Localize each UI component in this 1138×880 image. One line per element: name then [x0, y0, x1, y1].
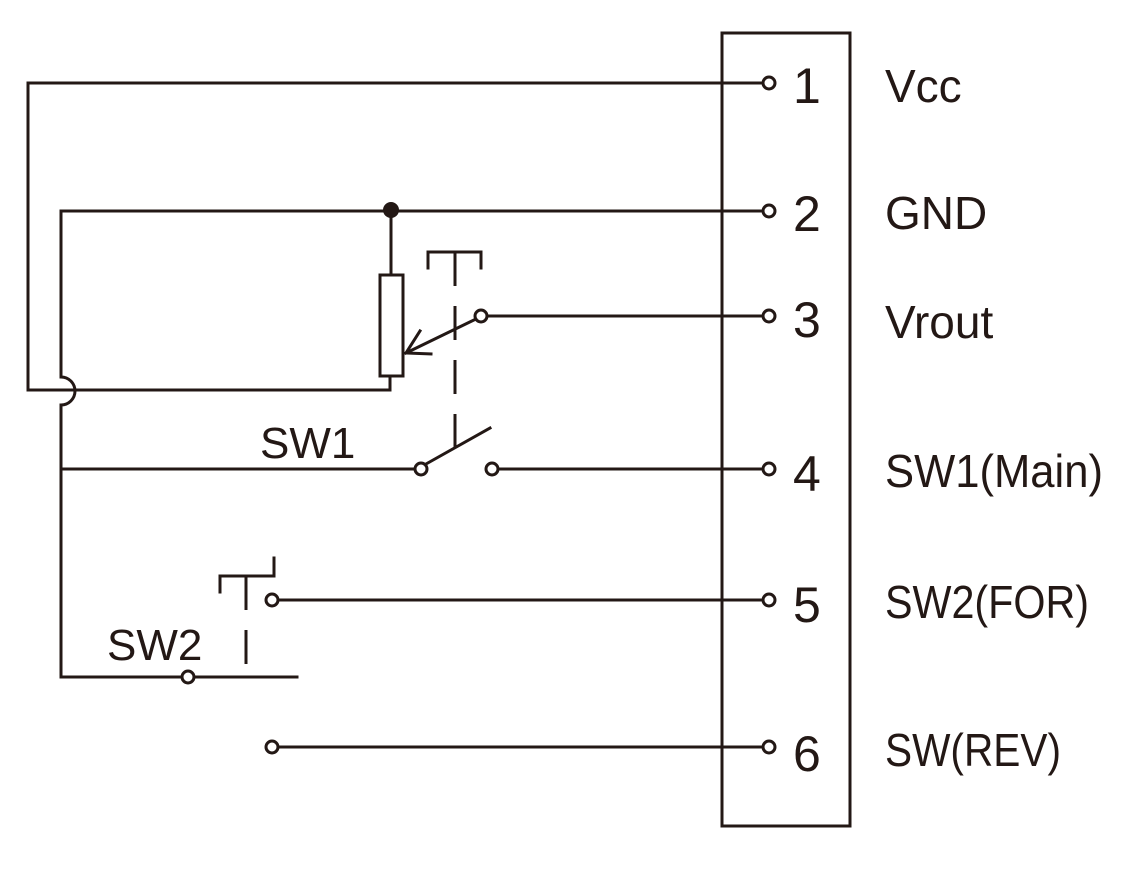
pin-4-label: SW1(Main)	[885, 445, 1103, 497]
pin-4-terminal	[761, 461, 777, 477]
pin-5-label: SW2(FOR)	[885, 576, 1089, 628]
pin-5-terminal	[761, 592, 777, 608]
pin-1-number: 1	[793, 58, 821, 114]
common-rail	[59, 403, 184, 679]
pot-wiper-arrowhead	[403, 328, 433, 356]
pin-3-number: 3	[793, 292, 821, 348]
sw1-common-contact	[413, 461, 429, 477]
vrout-contact	[473, 308, 489, 324]
gnd-wire	[59, 209, 765, 379]
sw2-common-contact	[180, 669, 196, 685]
pin-5-number: 5	[793, 577, 821, 633]
pin-6-terminal	[761, 739, 777, 755]
sw-rev-contact	[264, 739, 280, 755]
pin-2-label: GND	[885, 187, 987, 239]
pin-3-label: Vrout	[885, 296, 993, 348]
potentiometer	[378, 273, 405, 378]
vcc-wire	[26, 81, 765, 392]
connector-body	[720, 31, 852, 828]
pin-2-terminal	[761, 203, 777, 219]
sw1-output-contact	[484, 461, 500, 477]
pin-2-number: 2	[793, 186, 821, 242]
pin-1-terminal	[761, 75, 777, 91]
sw1-blade	[423, 425, 493, 467]
sw1-label: SW1	[260, 419, 355, 468]
pin-4-number: 4	[793, 446, 821, 502]
pot-wiper	[403, 315, 481, 356]
pin-1-label: Vcc	[885, 60, 962, 112]
wire-crossover-hop	[59, 375, 77, 407]
pin-6-label: SW(REV)	[885, 724, 1061, 776]
sw2-label: SW2	[107, 621, 202, 670]
pin-3-terminal	[761, 308, 777, 324]
pin-6-number: 6	[793, 726, 821, 782]
sw2-for-contact	[264, 592, 280, 608]
